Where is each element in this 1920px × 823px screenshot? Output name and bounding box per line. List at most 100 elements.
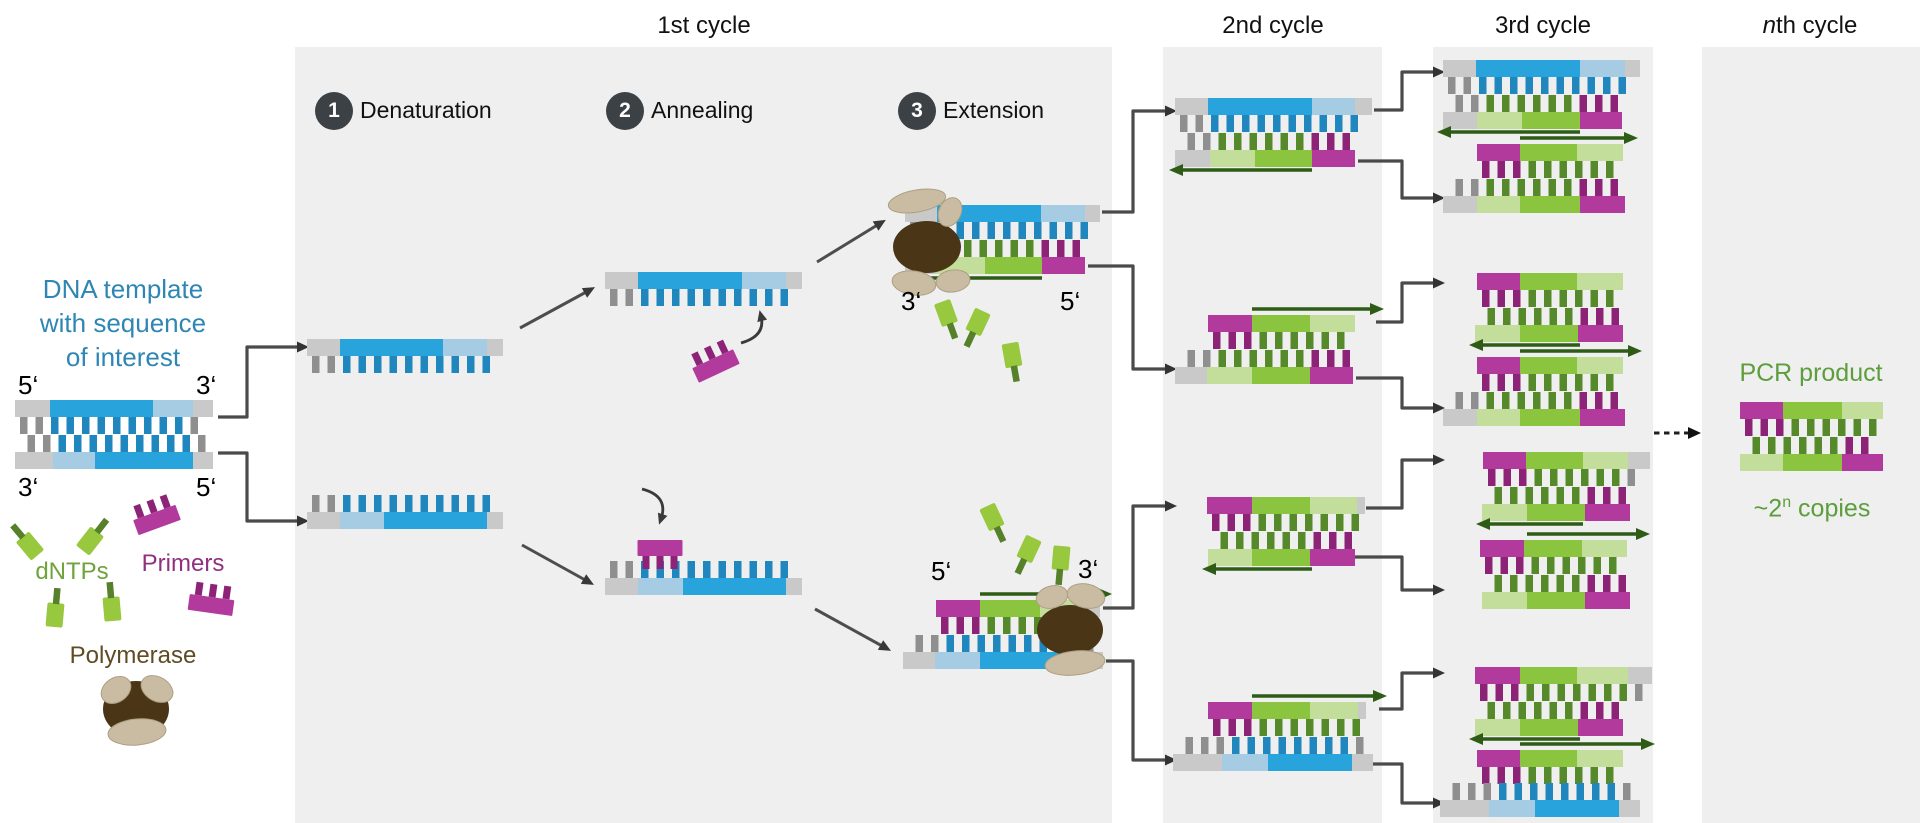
dna-template-label: DNA template with sequence of interest: [40, 272, 206, 374]
primer-annealing-top: [691, 339, 740, 383]
cycle3-3-top: [1477, 273, 1623, 307]
prime-label-4: 5‘: [196, 472, 217, 502]
dntp-legend-3: [45, 587, 65, 628]
primer-legend-1: [133, 494, 181, 535]
cycle2-d-top: [1208, 690, 1387, 736]
prime-label-3: 3‘: [18, 472, 39, 502]
cycle3-header: 3rd cycle: [1494, 12, 1592, 39]
cycle3-8-top: [1477, 738, 1655, 784]
cycle2-a-top: [1175, 98, 1372, 132]
cycle2-b-top: [1208, 303, 1384, 349]
template-top-strand: [15, 400, 213, 434]
fork-extension-top-to-cycle2-b: [1088, 264, 1177, 375]
fork-extension-bottom-to-cycle2-d: [1106, 659, 1177, 766]
cycle3-7-top: [1475, 667, 1652, 701]
fork-cycle2b-to-cycle3-3: [1376, 277, 1445, 324]
cycle1-header: 1st cycle: [657, 12, 751, 39]
cycle2-c-bottom: [1202, 532, 1355, 575]
copies-prefix: ~2: [1753, 494, 1783, 523]
cyclen-n-italic: n: [1762, 12, 1776, 39]
cycle3-5-top: [1483, 452, 1650, 486]
polymerase-extension-bottom: [1035, 583, 1106, 676]
dntp-extension-bottom-3: [1051, 545, 1071, 586]
fork-cycle2c-to-cycle3-5: [1366, 454, 1445, 510]
dashed-arrow-to-nth-cycle: [1654, 427, 1701, 439]
curved-arrow-primer-up: [740, 310, 768, 345]
fork-cycle2a-to-cycle3-1: [1374, 66, 1445, 112]
cycle3-4-top: [1477, 345, 1642, 391]
cycle3-7-bottom: [1469, 702, 1623, 745]
cycle2-b-bottom: [1175, 350, 1353, 384]
dntp-legend-1: [10, 523, 44, 560]
pcr-product-label: PCR product: [1739, 359, 1883, 387]
cycle3-6-top: [1480, 528, 1650, 574]
cycle3-5-bottom: [1476, 487, 1630, 530]
fork-cycle2a-to-cycle3-2: [1358, 159, 1445, 204]
arrow-annealing-to-extension-top: [816, 219, 886, 264]
curved-arrow-primer-down: [641, 487, 668, 525]
step1-label: Denaturation: [360, 97, 492, 123]
prime-label-6: 5‘: [1060, 286, 1081, 316]
prime-label-2: 3‘: [196, 370, 217, 400]
step2-label: Annealing: [651, 97, 754, 123]
dntp-legend-4: [102, 581, 122, 622]
cyclen-header: nth cycle: [1763, 12, 1858, 40]
copies-label: ~2n copies: [1754, 494, 1871, 523]
cycle3-1-top: [1443, 60, 1640, 94]
cycle3-1-bottom: [1437, 95, 1622, 138]
cycle2-a-bottom: [1169, 133, 1355, 176]
cycle3-2-bottom: [1443, 179, 1625, 213]
cycle2-panel: [1163, 47, 1382, 823]
prime-label-5: 3‘: [901, 286, 922, 316]
cycle1-panel: [295, 47, 1112, 823]
dna-template-label-line3: of interest: [65, 342, 181, 372]
polymerase-legend: [100, 675, 174, 746]
primer-annealing-bottom: [637, 540, 683, 569]
cycle3-6-bottom: [1482, 575, 1630, 609]
step1-badge: 1: [315, 92, 353, 130]
cycle3-8-bottom: [1440, 783, 1640, 817]
cycle2-d-bottom: [1173, 737, 1373, 771]
dna-template-label-line1: DNA template: [42, 274, 204, 304]
arrow-denatured-to-annealing-bottom: [521, 543, 594, 585]
denatured-bottom-strand: [307, 495, 503, 529]
dntp-extension-top-3: [1001, 342, 1023, 383]
prime-label-7: 5‘: [931, 556, 952, 586]
dntp-extension-top-1: [934, 299, 959, 340]
copies-superscript: n: [1782, 494, 1792, 511]
fork-extension-top-to-cycle2-a: [1102, 105, 1177, 214]
step2-badge: 2: [606, 92, 644, 130]
prime-label-8: 3‘: [1078, 554, 1099, 584]
polymerase-label: Polymerase: [69, 642, 197, 669]
dntps-label: dNTPs: [35, 558, 109, 585]
primers-label: Primers: [141, 550, 225, 577]
annealing-top-strand: [605, 272, 802, 306]
fork-cycle2d-to-cycle3-8: [1361, 762, 1445, 809]
polymerase-extension-top: [887, 188, 971, 296]
pcr-product-top: [1740, 402, 1883, 436]
fork-cycle2c-to-cycle3-6: [1355, 555, 1445, 596]
cycle2-header: 2nd cycle: [1222, 12, 1324, 39]
template-bottom-strand: [15, 435, 213, 469]
fork-cycle2d-to-cycle3-7: [1379, 667, 1445, 711]
copies-suffix: copies: [1791, 494, 1871, 523]
step3-badge: 3: [898, 92, 936, 130]
pcr-product-bottom: [1740, 437, 1883, 471]
cyclen-rest: th cycle: [1775, 12, 1858, 39]
prime-label-1: 5‘: [18, 370, 39, 400]
dna-template-label-line2: with sequence: [39, 308, 207, 338]
primer-legend-2: [187, 581, 235, 616]
fork-extension-bottom-to-cycle2-c: [1103, 500, 1177, 610]
fork-template-to-denatured-bottom: [218, 451, 309, 527]
step3-label: Extension: [943, 97, 1045, 123]
cycle3-4-bottom: [1443, 392, 1625, 426]
annealing-bottom-strand: [605, 561, 802, 595]
cycle2-c-top: [1207, 497, 1365, 531]
fork-template-to-denatured-top: [218, 341, 309, 419]
cycle3-2-top: [1477, 132, 1638, 178]
fork-cycle2b-to-cycle3-4: [1356, 376, 1445, 414]
dntp-extension-bottom-1: [979, 503, 1007, 543]
